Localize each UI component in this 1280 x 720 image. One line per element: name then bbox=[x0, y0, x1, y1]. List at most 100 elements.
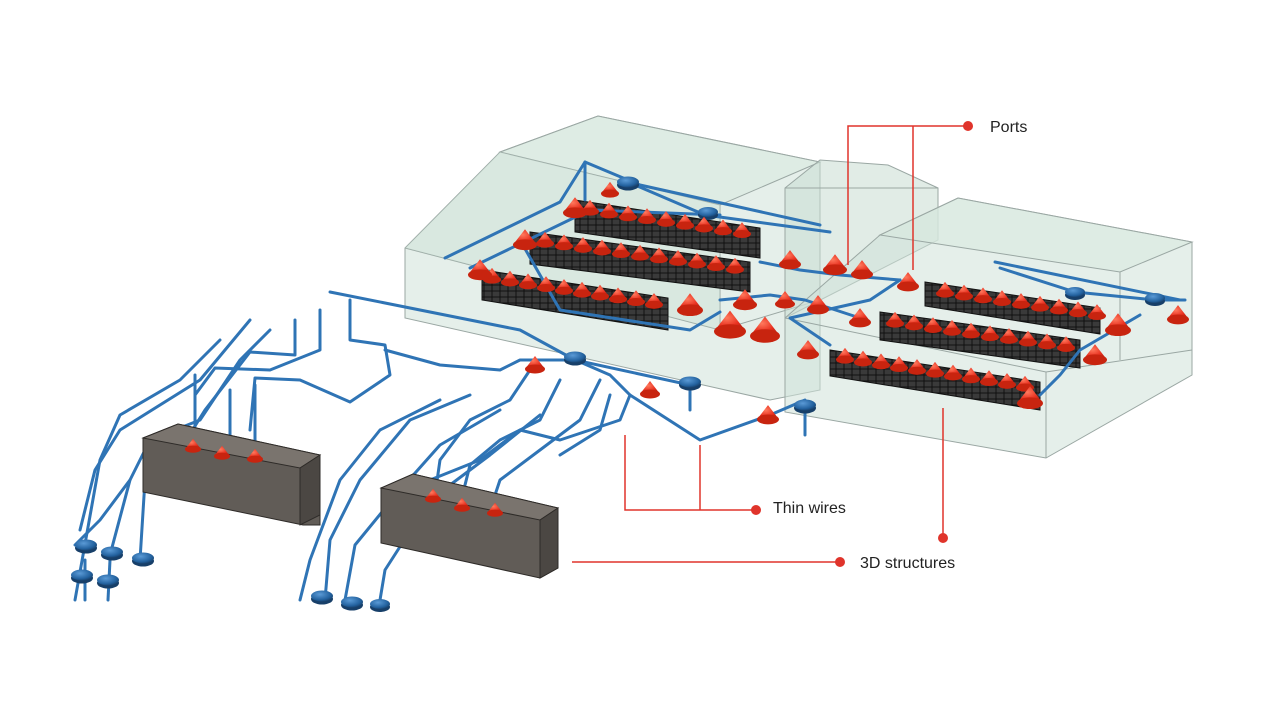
structure-block-right bbox=[379, 473, 560, 579]
port-cone-icon bbox=[974, 287, 992, 304]
port-cone-icon bbox=[519, 273, 537, 290]
port-cone-icon bbox=[669, 250, 687, 266]
insulator-disc-icon bbox=[1145, 293, 1165, 306]
port-cone-icon bbox=[714, 219, 732, 236]
port-cone-icon bbox=[707, 255, 725, 272]
port-cone-icon bbox=[897, 272, 919, 292]
insulator-disc-icon bbox=[71, 569, 93, 584]
port-cone-icon bbox=[650, 247, 668, 264]
port-cone-icon bbox=[487, 502, 503, 517]
port-cone-icon bbox=[779, 250, 801, 270]
port-cone-icon bbox=[468, 259, 492, 281]
port-cone-icon bbox=[733, 222, 751, 239]
port-cone-icon bbox=[677, 293, 703, 317]
port-cone-icon bbox=[943, 320, 961, 336]
insulator-disc-icon bbox=[794, 399, 816, 414]
insulator-disc-icon bbox=[132, 552, 154, 567]
port-cone-icon bbox=[425, 488, 441, 503]
port-cone-icon bbox=[612, 242, 630, 259]
port-cone-icon bbox=[714, 310, 746, 339]
port-cone-icon bbox=[962, 322, 980, 339]
port-cone-icon bbox=[574, 237, 592, 253]
port-markers bbox=[185, 181, 1189, 517]
port-cone-icon bbox=[836, 347, 854, 364]
port-cone-icon bbox=[944, 364, 962, 381]
port-cone-icon bbox=[609, 287, 627, 304]
port-cone-icon bbox=[1167, 305, 1189, 325]
port-cone-icon bbox=[757, 405, 779, 425]
port-cone-icon bbox=[536, 231, 554, 248]
structure-block-left bbox=[141, 423, 322, 526]
port-cone-icon bbox=[247, 448, 263, 463]
port-cone-icon bbox=[908, 359, 926, 375]
port-cone-icon bbox=[657, 211, 675, 227]
port-cone-icon bbox=[1088, 304, 1106, 321]
insulator-discs bbox=[71, 176, 1165, 612]
callout-thin-wires-dot bbox=[751, 505, 761, 515]
port-cone-icon bbox=[1017, 386, 1043, 410]
insulator-disc-icon bbox=[311, 590, 333, 605]
port-cone-icon bbox=[640, 381, 660, 399]
insulator-disc-icon bbox=[698, 207, 718, 220]
port-cone-icon bbox=[537, 276, 555, 293]
insulator-disc-icon bbox=[75, 539, 97, 554]
port-cone-icon bbox=[924, 317, 942, 334]
insulator-disc-icon bbox=[617, 176, 639, 191]
port-cone-icon bbox=[1012, 293, 1030, 309]
port-cone-icon bbox=[525, 356, 545, 374]
port-cone-icon bbox=[849, 308, 871, 328]
port-cone-icon bbox=[676, 213, 694, 230]
port-cone-icon bbox=[962, 367, 980, 384]
port-cone-icon bbox=[1069, 301, 1087, 318]
port-cone-icon bbox=[905, 314, 923, 331]
callout-thin-wires-label: Thin wires bbox=[773, 500, 846, 517]
port-cone-icon bbox=[1000, 328, 1018, 344]
port-cone-icon bbox=[926, 361, 944, 378]
port-cone-icon bbox=[775, 291, 795, 309]
port-cone-icon bbox=[591, 284, 609, 301]
insulator-disc-icon bbox=[97, 574, 119, 589]
callout-3d-structures-label: 3D structures bbox=[860, 555, 955, 572]
port-cone-icon bbox=[1019, 330, 1037, 347]
port-cone-icon bbox=[185, 438, 201, 453]
port-cone-icon bbox=[513, 229, 537, 251]
insulator-disc-icon bbox=[101, 546, 123, 561]
port-cone-icon bbox=[563, 197, 587, 219]
port-cone-icon bbox=[627, 290, 645, 307]
port-cone-icon bbox=[726, 257, 744, 274]
port-cone-icon bbox=[619, 205, 637, 222]
port-cone-icon bbox=[1105, 313, 1131, 337]
callout-structures-dot-upper bbox=[938, 533, 948, 543]
port-cone-icon bbox=[993, 290, 1011, 307]
insulator-disc-icon bbox=[1065, 287, 1085, 300]
port-cone-icon bbox=[1031, 295, 1049, 312]
callout-ports-dot bbox=[963, 121, 973, 131]
port-cone-icon bbox=[886, 311, 904, 328]
insulator-disc-icon bbox=[564, 351, 586, 366]
insulator-disc-icon bbox=[370, 599, 390, 612]
port-cone-icon bbox=[600, 202, 618, 219]
port-cone-icon bbox=[695, 216, 713, 233]
callout-thin-wires: Thin wires bbox=[624, 435, 846, 517]
port-cone-icon bbox=[214, 445, 230, 460]
port-cone-icon bbox=[980, 370, 998, 387]
callout-ports: Ports bbox=[847, 119, 1027, 270]
port-cone-icon bbox=[936, 281, 954, 298]
port-cone-icon bbox=[631, 244, 649, 261]
port-cone-icon bbox=[1050, 298, 1068, 315]
port-cone-icon bbox=[851, 260, 873, 280]
port-cone-icon bbox=[601, 181, 619, 198]
insulator-disc-icon bbox=[341, 596, 363, 611]
port-cone-icon bbox=[688, 252, 706, 269]
insulator-disc-icon bbox=[679, 376, 701, 391]
port-cone-icon bbox=[797, 340, 819, 360]
callout-3d-structures: 3D structures bbox=[572, 408, 955, 572]
port-cone-icon bbox=[823, 254, 847, 276]
port-cone-icon bbox=[555, 279, 573, 295]
port-cone-icon bbox=[872, 353, 890, 370]
port-cone-icon bbox=[981, 325, 999, 342]
port-cone-icon bbox=[501, 270, 519, 287]
port-cone-icon bbox=[733, 289, 757, 311]
port-cone-icon bbox=[1038, 333, 1056, 350]
